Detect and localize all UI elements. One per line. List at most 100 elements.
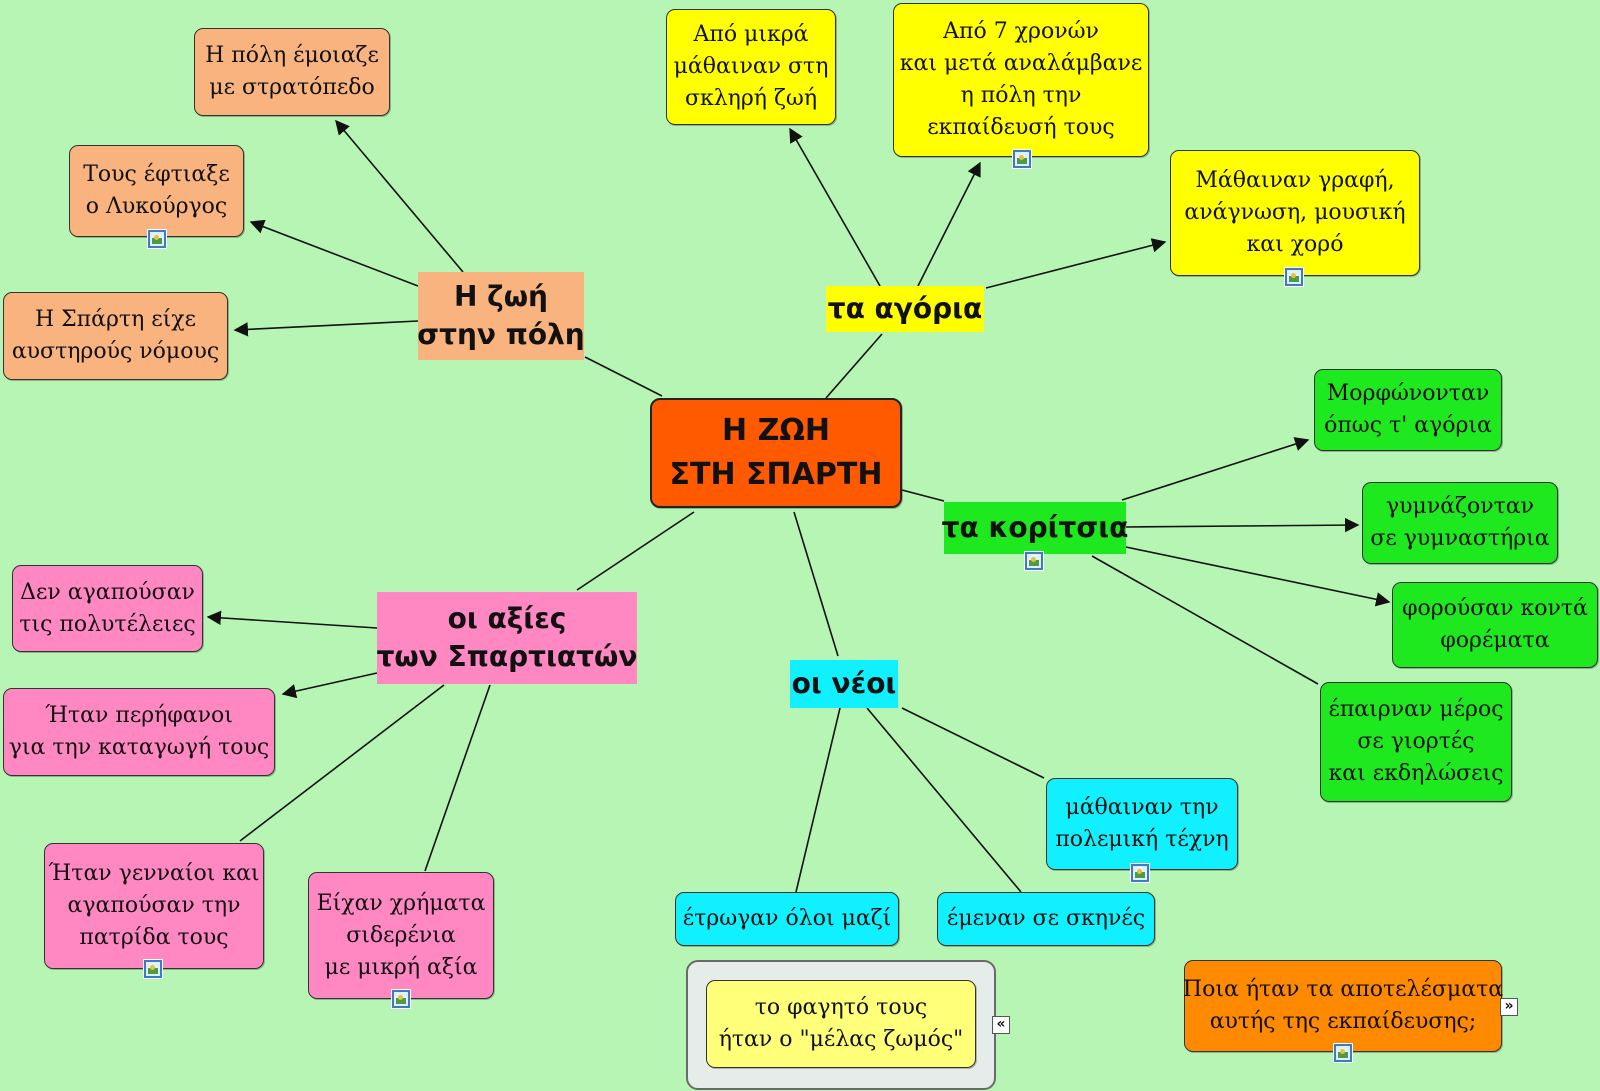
node-line: Τους έφτιαξε: [83, 162, 230, 187]
image-icon[interactable]: [1285, 268, 1303, 286]
girls-node-4[interactable]: έπαιρναν μέρος σε γιορτές και εκδηλώσεις: [1320, 682, 1512, 802]
node-line: και εκδηλώσεις: [1328, 761, 1504, 786]
node-line: η πόλη την: [960, 83, 1082, 108]
node-line: έμεναν σε σκηνές: [946, 906, 1146, 931]
boys-node-3[interactable]: Μάθαιναν γραφή, ανάγνωση, μουσική και χο…: [1170, 150, 1420, 276]
node-line: έτρωγαν όλοι μαζί: [682, 906, 892, 931]
edge-city-1: [335, 119, 464, 273]
values-node-2[interactable]: Ήταν περήφανοι για την καταγωγή τους: [3, 688, 275, 776]
city-node-1[interactable]: Η πόλη έμοιαζε με στρατόπεδο: [194, 28, 390, 116]
edge-youth-2: [795, 707, 841, 893]
node-line: Δεν αγαπούσαν: [20, 579, 195, 605]
values-node-1[interactable]: Δεν αγαπούσαν τις πολυτέλειες: [12, 565, 203, 652]
youth-node-2[interactable]: έτρωγαν όλοι μαζί: [675, 892, 899, 946]
node-line: φορούσαν κοντά: [1402, 596, 1588, 621]
values-node-4[interactable]: Είχαν χρήματα σιδερένια με μικρή αξία: [308, 872, 494, 999]
topic-line: στην πόλη: [417, 318, 585, 351]
edge-city-2: [249, 219, 419, 287]
node-line: σκληρή ζωή: [684, 86, 818, 111]
double-left-chevron-icon[interactable]: «: [992, 1016, 1010, 1034]
edge-boys-1: [789, 127, 881, 287]
node-line: τις πολυτέλειες: [19, 611, 196, 637]
boys-node-1[interactable]: Από μικρά μάθαιναν στη σκληρή ζωή: [666, 9, 836, 125]
node-line: έπαιρναν μέρος: [1328, 697, 1504, 722]
double-right-chevron-icon[interactable]: »: [1500, 998, 1518, 1016]
node-line: Η Σπάρτη είχε: [34, 307, 197, 332]
edge-center-values: [576, 511, 695, 591]
edge-girls-1: [1121, 437, 1310, 501]
node-line: ανάγνωση, μουσική: [1184, 200, 1406, 225]
edge-youth-1: [901, 707, 1045, 779]
topic-line: οι νέοι: [791, 667, 897, 700]
node-line: γυμνάζονταν: [1386, 494, 1534, 519]
node-line: με μικρή αξία: [324, 954, 478, 980]
girls-node-3[interactable]: φορούσαν κοντά φορέματα: [1392, 582, 1598, 668]
edge-girls-3: [1125, 546, 1391, 607]
question-node[interactable]: Ποια ήταν τα αποτελέσματα αυτής της εκπα…: [1182, 960, 1504, 1052]
youth-node-3[interactable]: έμεναν σε σκηνές: [937, 892, 1155, 946]
image-icon[interactable]: [1334, 1044, 1352, 1062]
city-node-3[interactable]: Η Σπάρτη είχε αυστηρούς νόμους: [3, 292, 228, 380]
topic-line: των Σπαρτιατών: [376, 640, 638, 673]
edge-center-girls: [901, 489, 945, 502]
city-node-2[interactable]: Τους έφτιαξε ο Λυκούργος: [69, 145, 244, 237]
topic-youth[interactable]: οι νέοι: [790, 660, 898, 708]
node-line: αυτής της εκπαίδευσης;: [1209, 1009, 1477, 1034]
node-line: με στρατόπεδο: [209, 75, 375, 100]
node-line: φορέματα: [1440, 628, 1550, 653]
edge-center-youth: [793, 511, 839, 657]
youth-node-1[interactable]: μάθαιναν την πολεμική τέχνη: [1046, 778, 1238, 870]
node-line: ο Λυκούργος: [85, 194, 228, 219]
node-line: Μάθαιναν γραφή,: [1195, 168, 1395, 193]
image-icon[interactable]: [148, 230, 166, 248]
topic-boys[interactable]: τα αγόρια: [826, 286, 984, 332]
node-line: Είχαν χρήματα: [316, 890, 486, 916]
edge-boys-2: [917, 161, 981, 287]
image-icon[interactable]: [1025, 552, 1043, 570]
girls-node-2[interactable]: γυμνάζονταν σε γυμναστήρια: [1362, 482, 1558, 564]
image-icon[interactable]: [1131, 864, 1149, 882]
girls-node-1[interactable]: Μορφώνονταν όπως τ' αγόρια: [1314, 369, 1502, 451]
node-line: το φαγητό τους: [754, 995, 928, 1020]
node-line: μάθαιναν την: [1065, 795, 1219, 820]
center-line: ΣΤΗ ΣΠΑΡΤΗ: [669, 457, 883, 492]
edge-boys-3: [985, 238, 1167, 289]
edge-girls-4: [1091, 555, 1319, 685]
topic-city[interactable]: Η ζωή στην πόλη: [417, 272, 585, 360]
node-line: Η πόλη έμοιαζε: [205, 43, 379, 68]
image-icon[interactable]: [144, 960, 162, 978]
node-line: Μορφώνονταν: [1326, 381, 1490, 406]
node-line: Ήταν περήφανοι: [45, 703, 233, 728]
topic-line: Η ζωή: [454, 280, 548, 313]
topic-line: τα αγόρια: [827, 292, 983, 325]
node-line: πατρίδα τους: [79, 925, 229, 950]
node-line: πολεμική τέχνη: [1055, 827, 1229, 852]
node-line: Από 7 χρονών: [943, 19, 1099, 44]
node-line: αγαπούσαν την: [67, 893, 241, 918]
values-node-3[interactable]: Ήταν γενναίοι και αγαπούσαν την πατρίδα …: [44, 843, 264, 969]
node-line: σιδερένια: [346, 922, 456, 948]
image-icon[interactable]: [392, 990, 410, 1008]
edge-values-2: [281, 672, 378, 699]
image-icon[interactable]: [1013, 150, 1031, 168]
node-line: μάθαιναν στη: [673, 54, 829, 79]
node-line: σε γυμναστήρια: [1370, 526, 1550, 551]
node-line: και χορό: [1246, 232, 1344, 257]
node-line: σε γιορτές: [1357, 729, 1475, 754]
edge-youth-3: [866, 707, 1022, 893]
center-line: Η ΖΩΗ: [722, 413, 830, 448]
node-line: Ποια ήταν τα αποτελέσματα: [1182, 977, 1504, 1002]
topic-values[interactable]: οι αξίες των Σπαρτιατών: [377, 592, 637, 684]
node-line: όπως τ' αγόρια: [1324, 413, 1492, 438]
node-line: Από μικρά: [693, 22, 809, 47]
node-line: και μετά αναλάμβανε: [899, 51, 1143, 76]
boys-node-2[interactable]: Από 7 χρονών και μετά αναλάμβανε η πόλη …: [893, 3, 1149, 157]
node-line: ήταν ο "μέλας ζωμός": [718, 1027, 964, 1052]
center-node[interactable]: Η ΖΩΗ ΣΤΗ ΣΠΑΡΤΗ: [650, 398, 902, 508]
edge-values-1: [206, 610, 378, 629]
edge-center-city: [584, 356, 663, 397]
edge-city-3: [233, 320, 419, 337]
topic-girls[interactable]: τα κορίτσια: [942, 502, 1128, 554]
youth-node-4[interactable]: το φαγητό τους ήταν ο "μέλας ζωμός": [706, 980, 976, 1068]
node-line: εκπαίδευσή τους: [927, 115, 1115, 140]
